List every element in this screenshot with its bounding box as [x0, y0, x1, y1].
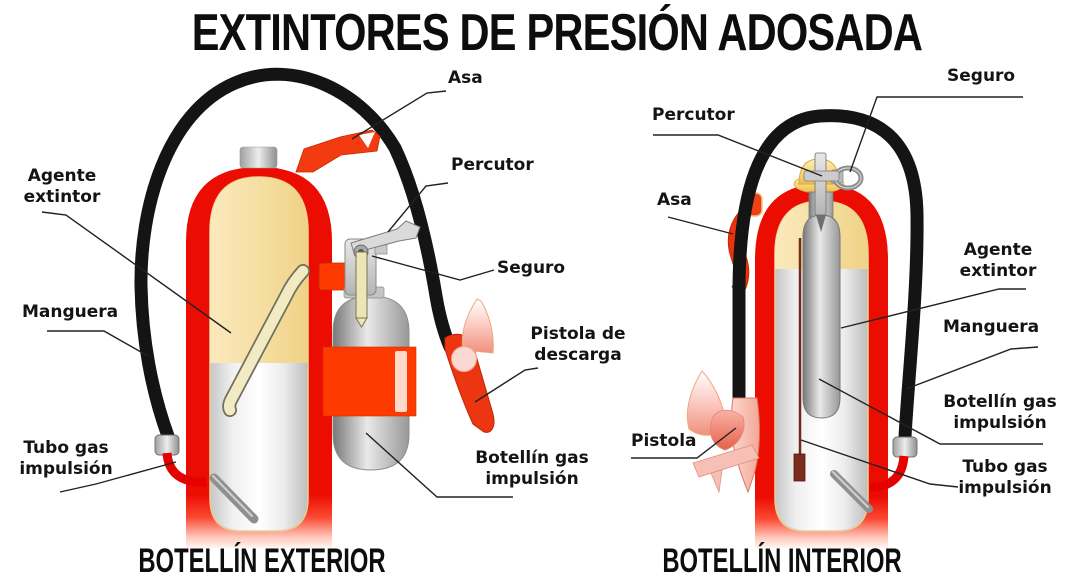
hose-exterior [134, 67, 457, 443]
extinguisher-interior [686, 109, 924, 548]
leader-asa-interior [667, 216, 734, 235]
label-pistola-exterior: Pistola de descarga [530, 324, 626, 365]
siphon-tube-exterior [223, 265, 309, 416]
leader-tubo-interior [800, 439, 959, 488]
inner-cylinder-interior [802, 214, 841, 419]
leader-percutor-interior [653, 134, 823, 177]
label-botellin-interior: Botellín gas impulsión [943, 392, 1057, 433]
caption-botellin-exterior: BOTELLÍN EXTERIOR [138, 542, 386, 580]
leader-lines [41, 90, 1043, 498]
top-cap-exterior [239, 146, 278, 169]
leader-agente-exterior [41, 211, 232, 334]
gas-tube-red-exterior [162, 452, 206, 487]
bottle-strap-highlight [395, 351, 407, 412]
leader-agente-interior [840, 288, 1026, 329]
label-tubo-exterior: Tubo gas impulsión [19, 438, 113, 479]
label-manguera-exterior: Manguera [22, 302, 119, 322]
label-botellin-exterior: Botellín gas impulsión [475, 448, 589, 489]
gas-tube-red-interior [870, 455, 909, 492]
dip-tube-tip-exterior [355, 317, 368, 328]
hose-interior [732, 109, 924, 444]
percutor-tip-interior [816, 215, 826, 232]
leader-asa-exterior [351, 90, 447, 140]
leader-percutor-exterior [387, 182, 449, 233]
label-asa-exterior: Asa [448, 68, 483, 88]
leader-seguro-interior [849, 96, 1023, 173]
leader-seguro-exterior [371, 255, 495, 281]
label-agente-exterior: Agente extintor [23, 166, 101, 207]
dip-tube-exterior [355, 251, 368, 319]
extinguisher-exterior [134, 67, 495, 548]
leader-manguera-interior [905, 346, 1039, 390]
pistol-spray-horn-exterior [461, 298, 494, 354]
base-tube-highlight-exterior [212, 475, 253, 517]
hose-connector-exterior [154, 434, 180, 456]
label-seguro-exterior: Seguro [497, 258, 566, 278]
pistol-blob-interior [709, 409, 745, 451]
label-percutor-interior: Percutor [652, 105, 735, 125]
gas-tube-fitting-interior [793, 453, 806, 482]
agent-fill-exterior [210, 177, 308, 363]
leader-pistola-interior [631, 427, 737, 459]
leader-botellin-exterior [365, 432, 513, 498]
pistol-ribbon-interior [692, 444, 760, 478]
label-asa-interior: Asa [657, 190, 692, 210]
leader-botellin-interior [818, 378, 1043, 445]
page-title: EXTINTORES DE PRESIÓN ADOSADA [191, 4, 923, 62]
label-seguro-interior: Seguro [947, 66, 1016, 86]
pistol-ribbon-tail-interior [710, 469, 723, 494]
label-tubo-interior: Tubo gas impulsión [958, 457, 1052, 498]
asa-handle-exterior [295, 129, 381, 173]
leader-tubo-exterior [59, 461, 177, 493]
leader-pistola-exterior [474, 367, 539, 403]
asa-notch-exterior [359, 132, 375, 148]
percutor-stem-interior [814, 152, 827, 216]
pistol-knob-exterior [451, 346, 477, 372]
hose-connector-interior [892, 436, 918, 458]
label-percutor-exterior: Percutor [451, 155, 534, 175]
label-agente-interior: Agente extintor [959, 240, 1037, 281]
label-pistola-interior: Pistola [631, 431, 697, 451]
label-manguera-interior: Manguera [943, 317, 1040, 337]
base-tube-highlight-interior [832, 471, 869, 508]
caption-botellin-interior: BOTELLÍN INTERIOR [662, 542, 902, 580]
leader-manguera-exterior [47, 330, 149, 357]
